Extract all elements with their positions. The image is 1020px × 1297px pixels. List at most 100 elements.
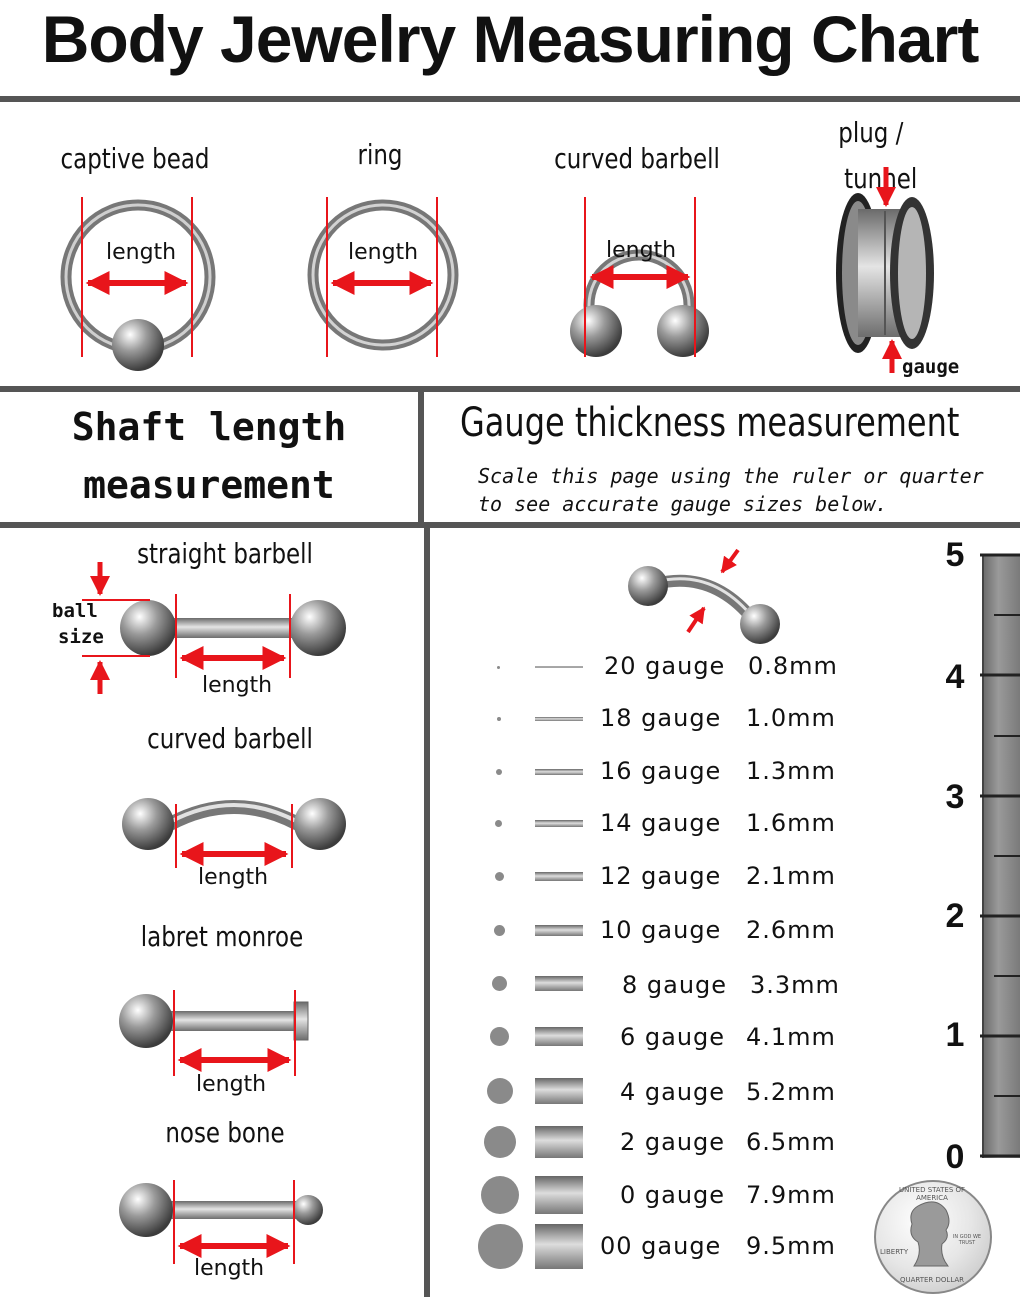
gauge-dot xyxy=(487,1078,513,1104)
gauge-mm: 6.5mm xyxy=(746,1128,836,1156)
gauge-label: 16 gauge xyxy=(600,757,722,785)
captive-bead-label: captive bead xyxy=(60,142,210,175)
ball-label: ball xyxy=(52,600,98,622)
gauge-dot xyxy=(497,717,501,721)
divider-top xyxy=(0,96,1020,102)
gauge-label: 10 gauge xyxy=(600,916,722,944)
ruler-label-2: 2 xyxy=(945,897,965,935)
divider-middle xyxy=(0,386,1020,392)
divider-vertical-lower xyxy=(424,526,430,1297)
curved-barbell-label: curved barbell xyxy=(147,722,313,755)
gauge-dot xyxy=(490,1027,509,1046)
page-title: Body Jewelry Measuring Chart xyxy=(41,2,980,76)
gauge-row-4: 4 gauge 5.2mm xyxy=(480,1071,940,1111)
gauge-mm: 2.6mm xyxy=(746,916,836,944)
gauge-dot xyxy=(492,976,507,991)
gauge-bar xyxy=(535,1126,583,1158)
ring-length-label: length xyxy=(348,240,419,265)
gauge-mm: 1.6mm xyxy=(746,809,836,837)
shaft-heading-line1: Shaft length xyxy=(71,405,347,449)
curved-barbell-icon xyxy=(122,798,346,868)
curved-barbell-top-length-label: length xyxy=(606,238,677,263)
gauge-label: 2 gauge xyxy=(620,1128,726,1156)
gauge-bar xyxy=(535,666,583,668)
gauge-bar xyxy=(535,820,583,827)
gauge-dot xyxy=(484,1126,516,1158)
gauge-bar xyxy=(535,769,583,775)
labret-monroe-icon xyxy=(119,990,309,1076)
gauge-row-6: 6 gauge 4.1mm xyxy=(480,1017,940,1057)
labret-monroe-label: labret monroe xyxy=(140,920,304,953)
captive-bead-ring-icon xyxy=(60,197,216,371)
plug-gauge-label: gauge xyxy=(902,356,960,378)
gauge-mm: 7.9mm xyxy=(746,1181,836,1209)
gauge-bar xyxy=(535,976,583,991)
gauge-row-18: 18 gauge 1.0mm xyxy=(480,699,940,739)
gauge-dot xyxy=(481,1176,519,1214)
gauge-mm: 5.2mm xyxy=(746,1078,836,1106)
straight-barbell-length-label: length xyxy=(202,673,273,698)
horseshoe-icon xyxy=(570,197,709,357)
quarter-top-text: UNITED STATES OF AMERICA xyxy=(898,1186,966,1202)
ruler-label-0: 0 xyxy=(945,1138,965,1176)
size-label: size xyxy=(58,626,104,648)
divider-lower xyxy=(0,522,1020,528)
tunnel-icon xyxy=(836,167,934,373)
quarter-portrait xyxy=(910,1201,950,1267)
gauge-row-12: 12 gauge 2.1mm xyxy=(480,857,940,897)
nose-bone-length-label: length xyxy=(194,1256,265,1281)
ruler-ticks xyxy=(980,553,1020,1158)
ring-label: ring xyxy=(357,138,403,171)
top-illustrations xyxy=(60,167,934,373)
gauge-dot xyxy=(497,666,500,669)
gauge-bar xyxy=(535,1027,583,1046)
gauge-mm: 1.3mm xyxy=(746,757,836,785)
gauge-bar xyxy=(535,872,583,881)
gauge-mm: 1.0mm xyxy=(746,704,836,732)
straight-barbell-label: straight barbell xyxy=(137,537,313,570)
divider-vertical-upper xyxy=(418,392,424,522)
gauge-mm: 9.5mm xyxy=(746,1232,836,1260)
quarter-motto-text: IN GOD WE TRUST xyxy=(952,1234,982,1246)
gauge-mm: 0.8mm xyxy=(748,652,838,680)
gauge-dot xyxy=(495,872,504,881)
gauge-label: 4 gauge xyxy=(620,1078,726,1106)
gauge-dot xyxy=(495,820,502,827)
ring-icon xyxy=(307,197,459,357)
gauge-heading: Gauge thickness measurement xyxy=(460,400,960,446)
gauge-bar xyxy=(535,1224,583,1269)
gauge-note-line1: Scale this page using the ruler or quart… xyxy=(478,464,984,488)
gauge-dot xyxy=(494,925,505,936)
gauge-label: 20 gauge xyxy=(604,652,726,680)
gauge-label: 00 gauge xyxy=(600,1232,722,1260)
gauge-dot xyxy=(496,769,502,775)
gauge-note-line2: to see accurate gauge sizes below. xyxy=(478,492,888,516)
nose-bone-icon xyxy=(119,1180,323,1264)
shaft-heading-line2: measurement xyxy=(83,463,335,507)
gauge-mm: 3.3mm xyxy=(750,971,840,999)
gauge-bar xyxy=(535,925,583,936)
ruler-label-5: 5 xyxy=(945,536,965,574)
gauge-row-16: 16 gauge 1.3mm xyxy=(480,752,940,792)
gauge-label: 6 gauge xyxy=(620,1023,726,1051)
gauge-row-2: 2 gauge 6.5mm xyxy=(480,1122,940,1162)
captive-bead-length-label: length xyxy=(106,240,177,265)
gauge-row-0: 0 gauge 7.9mm xyxy=(480,1175,940,1215)
gauge-bar xyxy=(535,717,583,721)
gauge-dot xyxy=(478,1224,523,1269)
quarter-liberty-text: LIBERTY xyxy=(880,1248,909,1256)
curved-barbell-top-label: curved barbell xyxy=(554,142,720,175)
gauge-example-icon xyxy=(628,548,780,644)
gauge-label: 18 gauge xyxy=(600,704,722,732)
gauge-label: 0 gauge xyxy=(620,1181,726,1209)
gauge-row-00: 00 gauge 9.5mm xyxy=(478,1224,940,1270)
gauge-label: 8 gauge xyxy=(622,971,728,999)
labret-length-label: length xyxy=(196,1072,267,1097)
ruler-label-3: 3 xyxy=(945,778,965,816)
gauge-mm: 2.1mm xyxy=(746,862,836,890)
straight-barbell-icon xyxy=(82,562,346,694)
gauge-row-20: 20 gauge 0.8mm xyxy=(480,647,940,687)
nose-bone-label: nose bone xyxy=(165,1116,285,1149)
quarter-bottom-text: QUARTER DOLLAR xyxy=(899,1276,965,1284)
gauge-bar xyxy=(535,1176,583,1214)
